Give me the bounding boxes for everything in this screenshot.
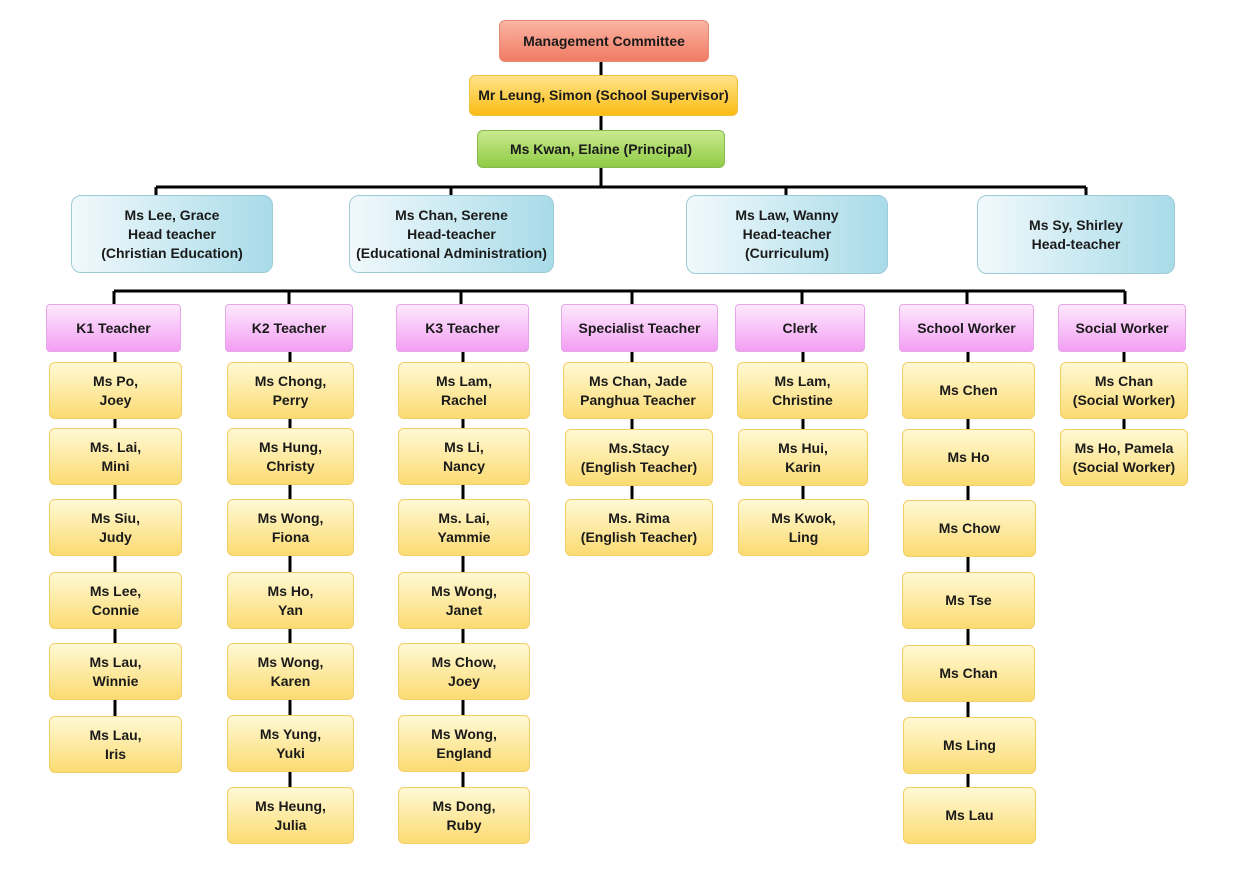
staff-node: Ms. Rima (English Teacher): [565, 499, 713, 556]
category-clerk: Clerk: [735, 304, 865, 352]
staff-node: Ms Wong, Karen: [227, 643, 354, 700]
staff-node: Ms Ho, Yan: [227, 572, 354, 629]
staff-node: Ms Ho, Pamela (Social Worker): [1060, 429, 1188, 486]
staff-name: Ms Chow, Joey: [431, 653, 497, 689]
staff-name: Ms Yung, Yuki: [259, 725, 322, 761]
staff-node: Ms Chan (Social Worker): [1060, 362, 1188, 419]
head-teacher-node-christian-education: Ms Lee, Grace Head teacher (Christian Ed…: [71, 195, 273, 273]
head-teacher-node-shirley: Ms Sy, Shirley Head-teacher: [977, 195, 1175, 274]
staff-name: Ms Wong, Fiona: [257, 509, 324, 545]
school-supervisor-node: Mr Leung, Simon (School Supervisor): [469, 75, 738, 116]
category-label: School Worker: [917, 319, 1016, 336]
staff-name: Ms Lam, Christine: [772, 372, 833, 408]
head-teacher-node-educational-administration: Ms Chan, Serene Head-teacher (Educationa…: [349, 195, 554, 273]
staff-node: Ms Hung, Christy: [227, 428, 354, 485]
staff-name: Ms Ling: [943, 737, 996, 753]
staff-name: Ms Heung, Julia: [255, 797, 326, 833]
category-label: Specialist Teacher: [578, 319, 701, 336]
staff-node: Ms Kwok, Ling: [738, 499, 869, 556]
staff-node: Ms Hui, Karin: [738, 429, 868, 486]
head-teacher-label: Ms Law, Wanny Head-teacher (Curriculum): [735, 207, 839, 261]
school-supervisor-label: Mr Leung, Simon (School Supervisor): [478, 87, 729, 103]
staff-name: Ms. Lai, Mini: [89, 438, 142, 474]
staff-name: Ms Li, Nancy: [442, 438, 486, 474]
staff-name: Ms Hung, Christy: [259, 438, 322, 474]
staff-node: Ms Wong, England: [398, 715, 530, 772]
staff-name: Ms Ho, Pamela (Social Worker): [1072, 439, 1176, 475]
category-label: K2 Teacher: [251, 319, 327, 336]
staff-node: Ms Ho: [902, 429, 1035, 486]
staff-node: Ms. Lai, Yammie: [398, 499, 530, 556]
staff-node: Ms Lee, Connie: [49, 572, 182, 629]
staff-name: Ms Wong, Karen: [257, 653, 324, 689]
staff-node: Ms Chow, Joey: [398, 643, 530, 700]
staff-name: Ms Chen: [939, 382, 998, 398]
staff-name: Ms Ho: [947, 449, 990, 465]
staff-node: Ms Chong, Perry: [227, 362, 354, 419]
staff-node: Ms Lau: [903, 787, 1036, 844]
staff-node: Ms Chow: [903, 500, 1036, 557]
staff-node: Ms Tse: [902, 572, 1035, 629]
staff-node: Ms Li, Nancy: [398, 428, 530, 485]
staff-name: Ms Chow: [938, 520, 1001, 536]
staff-name: Ms Lau: [945, 807, 994, 823]
category-social-worker: Social Worker: [1058, 304, 1186, 352]
head-teacher-node-curriculum: Ms Law, Wanny Head-teacher (Curriculum): [686, 195, 888, 274]
staff-name: Ms Chan: [939, 665, 998, 681]
staff-name: Ms Lam, Rachel: [435, 372, 492, 408]
staff-name: Ms.Stacy (English Teacher): [580, 439, 698, 475]
management-committee-label: Management Committee: [523, 32, 685, 49]
staff-node: Ms Yung, Yuki: [227, 715, 354, 772]
staff-node: Ms Chen: [902, 362, 1035, 419]
category-label: K1 Teacher: [76, 319, 151, 336]
category-k1-teacher: K1 Teacher: [46, 304, 181, 352]
staff-node: Ms Lau, Iris: [49, 716, 182, 773]
head-teacher-label: Ms Chan, Serene Head-teacher (Educationa…: [356, 206, 547, 261]
principal-node: Ms Kwan, Elaine (Principal): [477, 130, 725, 168]
staff-name: Ms Dong, Ruby: [432, 797, 496, 833]
staff-name: Ms Tse: [945, 592, 992, 608]
head-teacher-label: Ms Lee, Grace Head teacher (Christian Ed…: [101, 206, 243, 261]
staff-name: Ms Siu, Judy: [90, 509, 140, 545]
staff-node: Ms Dong, Ruby: [398, 787, 530, 844]
principal-label: Ms Kwan, Elaine (Principal): [509, 140, 693, 157]
staff-node: Ms Lau, Winnie: [49, 643, 182, 700]
staff-node: Ms Siu, Judy: [49, 499, 182, 556]
staff-name: Ms Wong, Janet: [431, 582, 497, 618]
category-label: Social Worker: [1075, 319, 1169, 336]
category-school-worker: School Worker: [899, 304, 1034, 352]
category-k2-teacher: K2 Teacher: [225, 304, 353, 352]
staff-node: Ms Wong, Fiona: [227, 499, 354, 556]
staff-node: Ms Po, Joey: [49, 362, 182, 419]
staff-node: Ms Chan: [902, 645, 1035, 702]
staff-name: Ms Chong, Perry: [254, 372, 327, 408]
staff-name: Ms. Rima (English Teacher): [580, 509, 698, 545]
staff-name: Ms Wong, England: [431, 725, 497, 761]
staff-name: Ms Kwok, Ling: [771, 509, 836, 545]
staff-node: Ms Lam, Rachel: [398, 362, 530, 419]
staff-name: Ms Lau, Iris: [89, 726, 142, 762]
staff-name: Ms Hui, Karin: [778, 439, 828, 475]
staff-node: Ms.Stacy (English Teacher): [565, 429, 713, 486]
head-teacher-label: Ms Sy, Shirley Head-teacher: [1029, 216, 1123, 252]
category-k3-teacher: K3 Teacher: [396, 304, 529, 352]
category-label: K3 Teacher: [425, 319, 500, 336]
staff-name: Ms Po, Joey: [92, 372, 139, 408]
category-label: Clerk: [782, 319, 818, 336]
staff-node: Ms Chan, Jade Panghua Teacher: [563, 362, 713, 419]
staff-name: Ms Lee, Connie: [89, 582, 142, 618]
staff-name: Ms Ho, Yan: [267, 582, 314, 618]
staff-name: Ms. Lai, Yammie: [437, 509, 491, 545]
staff-node: Ms Lam, Christine: [737, 362, 868, 419]
staff-node: Ms Heung, Julia: [227, 787, 354, 844]
management-committee-node: Management Committee: [499, 20, 709, 62]
staff-name: Ms Chan, Jade Panghua Teacher: [580, 372, 696, 408]
staff-node: Ms Ling: [903, 717, 1036, 774]
staff-name: Ms Lau, Winnie: [89, 653, 142, 689]
staff-node: Ms. Lai, Mini: [49, 428, 182, 485]
category-specialist-teacher: Specialist Teacher: [561, 304, 718, 352]
staff-node: Ms Wong, Janet: [398, 572, 530, 629]
staff-name: Ms Chan (Social Worker): [1072, 372, 1176, 408]
